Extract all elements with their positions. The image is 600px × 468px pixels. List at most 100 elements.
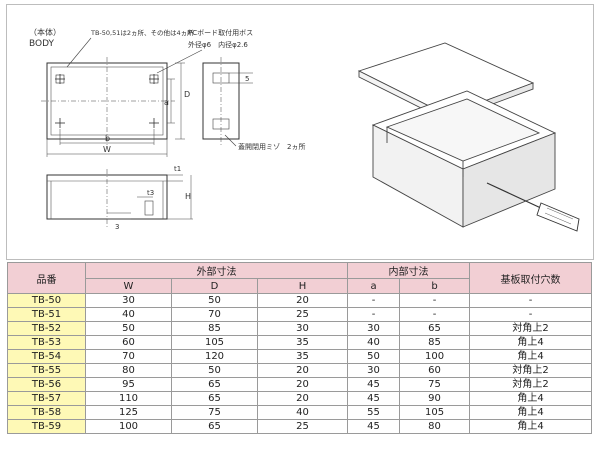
boss-icon (149, 118, 159, 128)
holes-cell: 角上4 (469, 391, 593, 406)
hole-note: TB-50,51は2ヵ所、その他は4ヵ所 (90, 28, 194, 37)
holes-cell: - (469, 293, 593, 308)
H-cell: 35 (256, 335, 349, 350)
col-header-model: 品番 (7, 262, 86, 294)
model-cell: TB-54 (7, 349, 86, 364)
W-cell: 30 (85, 293, 172, 308)
holes-cell: 角上4 (469, 405, 593, 420)
drawing-svg: （本体） BODY TB-50,51は2ヵ所、その他は4ヵ所 PCボード取付用ボ… (29, 27, 580, 232)
model-cell: TB-59 (7, 419, 86, 434)
b-cell: 60 (399, 363, 471, 378)
H-cell: 20 (256, 377, 349, 392)
H-cell: 20 (256, 363, 349, 378)
col-header-outer: 外部寸法 (84, 262, 349, 279)
H-cell: 25 (256, 419, 349, 434)
model-cell: TB-55 (7, 363, 86, 378)
table-row: TB-54 70 120 35 50 100 角上4 (7, 349, 593, 364)
col-header-b: b (399, 278, 471, 294)
boss-note: PCボード取付用ボス (188, 28, 253, 37)
technical-drawing: （本体） BODY TB-50,51は2ヵ所、その他は4ヵ所 PCボード取付用ボ… (6, 4, 594, 260)
boss-icon (55, 74, 65, 84)
W-cell: 70 (85, 349, 172, 364)
header-row-1: 品番 外部寸法 内部寸法 基板取付穴数 (7, 262, 593, 294)
dim-D-label: D (184, 90, 190, 99)
H-cell: 30 (256, 321, 349, 336)
front-view: t1 H t3 3 (46, 165, 193, 231)
a-cell: 30 (347, 321, 401, 336)
b-cell: 65 (399, 321, 471, 336)
a-cell: 45 (347, 377, 401, 392)
a-cell: 45 (347, 419, 401, 434)
model-cell: TB-53 (7, 335, 86, 350)
W-cell: 95 (85, 377, 172, 392)
holes-cell: 角上4 (469, 349, 593, 364)
a-cell: 30 (347, 363, 401, 378)
b-cell: 105 (399, 405, 471, 420)
col-header-W: W (85, 278, 172, 294)
col-header-H: H (256, 278, 349, 294)
holes-cell: 対角上2 (469, 377, 593, 392)
col-header-D: D (171, 278, 258, 294)
W-cell: 60 (85, 335, 172, 350)
holes-cell: 角上4 (469, 419, 593, 434)
body-label-ja: （本体） (29, 27, 61, 37)
model-cell: TB-58 (7, 405, 86, 420)
table-row: TB-50 30 50 20 - - - (7, 293, 593, 308)
table-row: TB-58 125 75 40 55 105 角上4 (7, 405, 593, 420)
col-header-inner: 内部寸法 (347, 262, 471, 279)
model-cell: TB-52 (7, 321, 86, 336)
a-cell: 45 (347, 391, 401, 406)
model-cell: TB-57 (7, 391, 86, 406)
col-header-a: a (347, 278, 401, 294)
table-row: TB-59 100 65 25 45 80 角上4 (7, 419, 593, 434)
D-cell: 65 (171, 377, 258, 392)
b-cell: - (399, 307, 471, 322)
W-cell: 50 (85, 321, 172, 336)
b-cell: 85 (399, 335, 471, 350)
b-cell: 90 (399, 391, 471, 406)
table-row: TB-51 40 70 25 - - - (7, 307, 593, 322)
W-cell: 40 (85, 307, 172, 322)
H-cell: 25 (256, 307, 349, 322)
D-cell: 65 (171, 419, 258, 434)
b-cell: 100 (399, 349, 471, 364)
W-cell: 110 (85, 391, 172, 406)
col-header-holes: 基板取付穴数 (469, 262, 593, 294)
dim-t3-label: t3 (147, 189, 154, 197)
screwdriver-icon (486, 182, 580, 232)
dim-a-label: a (164, 98, 169, 107)
holes-cell: 対角上2 (469, 363, 593, 378)
W-cell: 100 (85, 419, 172, 434)
model-cell: TB-50 (7, 293, 86, 308)
holes-cell: 角上4 (469, 335, 593, 350)
table-row: TB-57 110 65 20 45 90 角上4 (7, 391, 593, 406)
spec-table: 品番 外部寸法 内部寸法 基板取付穴数 W D H a b TB-50 30 5… (7, 262, 593, 434)
D-cell: 120 (171, 349, 258, 364)
top-view: D a b W (41, 57, 190, 157)
H-cell: 20 (256, 293, 349, 308)
dim-W-label: W (103, 145, 111, 154)
table-row: TB-56 95 65 20 45 75 対角上2 (7, 377, 593, 392)
boss-icon (149, 74, 159, 84)
body-label-en: BODY (29, 39, 55, 49)
dim-t1-label: t1 (174, 165, 181, 173)
boss-dims: 外径φ6 内径φ2.6 (188, 40, 248, 49)
holes-cell: 対角上2 (469, 321, 593, 336)
b-cell: - (399, 293, 471, 308)
H-cell: 35 (256, 349, 349, 364)
model-cell: TB-51 (7, 307, 86, 322)
dim-5-label: 5 (245, 75, 249, 83)
D-cell: 75 (171, 405, 258, 420)
W-cell: 80 (85, 363, 172, 378)
H-cell: 40 (256, 405, 349, 420)
a-cell: - (347, 293, 401, 308)
D-cell: 70 (171, 307, 258, 322)
table-row: TB-55 80 50 20 30 60 対角上2 (7, 363, 593, 378)
dim-3-label: 3 (115, 223, 119, 231)
side-view: 5 (202, 57, 253, 147)
a-cell: 55 (347, 405, 401, 420)
a-cell: 40 (347, 335, 401, 350)
D-cell: 105 (171, 335, 258, 350)
a-cell: 50 (347, 349, 401, 364)
D-cell: 85 (171, 321, 258, 336)
